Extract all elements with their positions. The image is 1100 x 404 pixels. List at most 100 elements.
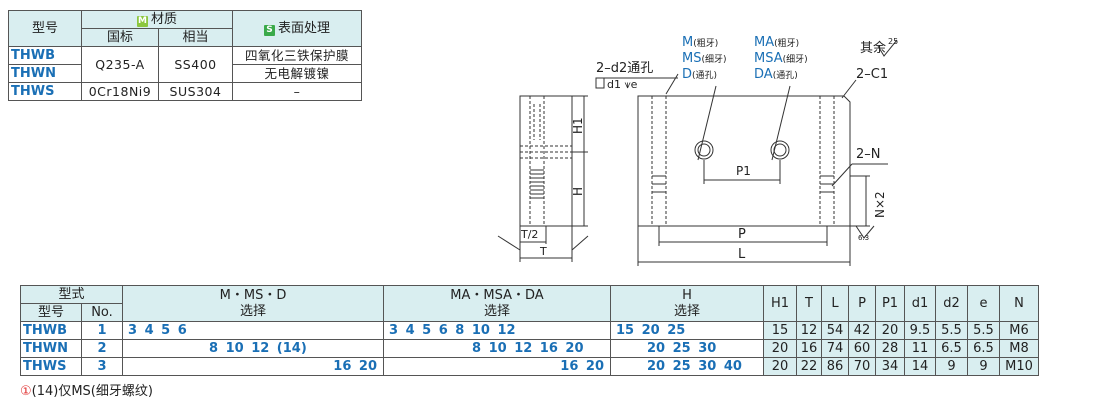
label-rough-small: 6.3 — [858, 234, 869, 242]
material-code: THWN — [8, 64, 82, 83]
technical-drawing: 2–d2通孔 d1 ⩛e M(粗牙) MS(细牙) D(通孔) MA(粗牙) M… — [497, 35, 898, 266]
label-chamfer: 2–C1 — [856, 67, 888, 82]
spec-dim-header: H1 — [763, 285, 797, 322]
spec-no: 1 — [81, 321, 123, 340]
material-standard: 0Cr18Ni9 — [81, 82, 159, 101]
spec-dim: 5.5 — [967, 321, 1000, 340]
material-equivalent: SS400 — [158, 46, 233, 83]
spec-dim: 9 — [935, 357, 968, 376]
material-sub-equivalent: 相当 — [158, 28, 233, 47]
material-row: THWN 无电解镀镍 — [8, 64, 362, 83]
spec-dim: 54 — [821, 321, 849, 340]
spec-dim: 22 — [796, 357, 822, 376]
label-ma: MA(粗牙) — [754, 35, 799, 50]
spec-h-values: 20 25 30 — [610, 339, 764, 358]
material-surface: – — [232, 82, 362, 101]
spec-m-values: 8 10 12 (14) — [122, 339, 384, 358]
label-2n: 2–N — [856, 147, 881, 162]
label-t2: T/2 — [520, 228, 538, 241]
spec-dim: 42 — [848, 321, 876, 340]
spec-dim: 9 — [967, 357, 1000, 376]
material-surface: 无电解镀镍 — [232, 64, 362, 83]
spec-dim-header: d1 — [904, 285, 936, 322]
material-row: THWB Q235-A SS400 四氧化三铁保护膜 — [8, 46, 362, 83]
note-icon: ① — [20, 384, 32, 399]
spec-dim-header: N — [999, 285, 1039, 322]
spec-dim: 86 — [821, 357, 849, 376]
label-msa: MSA(细牙) — [754, 51, 808, 66]
spec-dim: 70 — [848, 357, 876, 376]
label-t: T — [539, 245, 547, 258]
spec-code: THWB — [20, 321, 82, 340]
spec-dim: 28 — [875, 339, 905, 358]
spec-dim: 20 — [763, 339, 797, 358]
label-m: M(粗牙) — [682, 35, 718, 50]
spec-code: THWN — [20, 339, 82, 358]
label-h1: H1 — [571, 117, 585, 134]
roughness-icon — [877, 39, 898, 57]
spec-dim: 15 — [763, 321, 797, 340]
spec-dim: 34 — [875, 357, 905, 376]
spec-code: THWS — [20, 357, 82, 376]
label-nx2: N×2 — [873, 191, 887, 218]
spec-dim: 11 — [904, 339, 936, 358]
material-row: THWS 0Cr18Ni9 SUS304 – — [8, 82, 362, 101]
spec-no: 3 — [81, 357, 123, 376]
spec-dim: 9.5 — [904, 321, 936, 340]
footnote: ①(14)仅MS(细牙螺纹) — [20, 380, 153, 399]
spec-ma-values: 3 4 5 6 8 10 12 — [383, 321, 611, 340]
label-2d2: 2–d2通孔 — [596, 61, 653, 76]
spec-dim: 6.5 — [967, 339, 1000, 358]
note-text: (14)仅MS(细牙螺纹) — [31, 384, 153, 399]
label-d: D(通孔) — [682, 67, 717, 82]
label-da: DA(通孔) — [754, 67, 798, 82]
spec-header-code: 型号 — [20, 303, 82, 322]
spec-no: 2 — [81, 339, 123, 358]
material-badge-icon: M — [136, 15, 148, 27]
spec-dim: 5.5 — [935, 321, 968, 340]
material-code: THWB — [8, 46, 82, 65]
spec-m-values: 16 20 — [122, 357, 384, 376]
front-view-body — [637, 95, 851, 227]
spec-dim-header: P — [848, 285, 876, 322]
spec-dim: 6.5 — [935, 339, 968, 358]
spec-m-values: 3 4 5 6 — [122, 321, 384, 340]
spec-dim-header: T — [796, 285, 822, 322]
spec-dim: 60 — [848, 339, 876, 358]
spec-dim: 16 — [796, 339, 822, 358]
spec-dim-header: P1 — [875, 285, 905, 322]
spec-dim: 12 — [796, 321, 822, 340]
material-code: THWS — [8, 82, 82, 101]
spec-h-values: 15 20 25 — [610, 321, 764, 340]
label-ms: MS(细牙) — [682, 51, 727, 66]
label-p: P — [738, 227, 746, 242]
spec-dim: 20 — [875, 321, 905, 340]
small-roughness-icon — [855, 225, 875, 239]
spec-dim-header: L — [821, 285, 849, 322]
material-equivalent: SUS304 — [158, 82, 233, 101]
label-rest: 其余 — [860, 40, 886, 56]
thread-hole-m — [694, 140, 714, 160]
material-standard: Q235-A — [81, 46, 159, 83]
spec-row: THWN 2 8 10 12 (14) 8 10 12 16 20 20 25 … — [20, 339, 1039, 358]
spec-dim: 20 — [763, 357, 797, 376]
label-h: H — [571, 187, 585, 196]
material-header-type: 型号 — [8, 10, 82, 47]
thread-hole-ma — [770, 140, 790, 160]
label-rest-value: 25 — [888, 37, 898, 46]
spec-ma-values: 16 20 — [383, 357, 611, 376]
material-surface: 四氧化三铁保护膜 — [232, 46, 362, 65]
label-p1: P1 — [736, 164, 751, 178]
spec-header-type-model: 型式 — [20, 285, 123, 304]
spec-dim: 74 — [821, 339, 849, 358]
label-d1e: d1 ⩛e — [607, 78, 638, 91]
surface-badge-icon: S — [263, 24, 275, 36]
spec-dim: M10 — [999, 357, 1039, 376]
